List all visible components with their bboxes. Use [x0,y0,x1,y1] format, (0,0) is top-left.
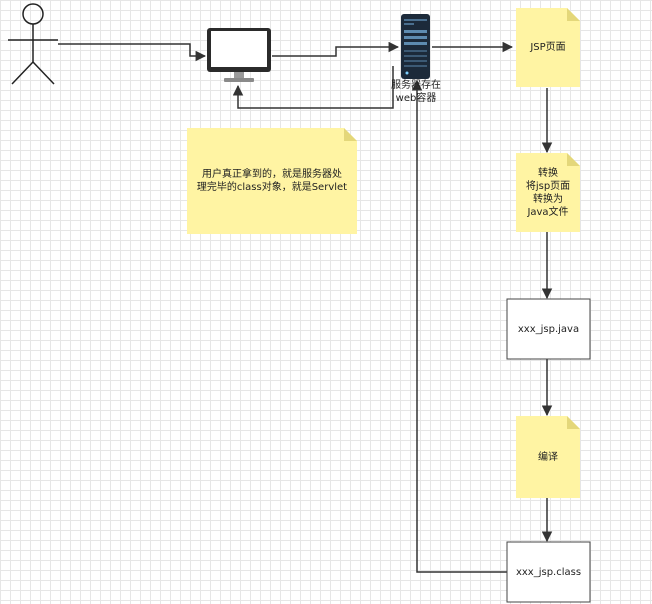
server-label-line1: 服务器存在 [391,80,441,91]
arrow-server-to-computer [232,66,394,109]
computer-monitor-icon [207,28,271,82]
servlet-line1: 用户真正拿到的，就是服务器处 [202,169,342,180]
jsp-page-label: JSP页面 [530,42,566,53]
note-convert-text: 转换 将jsp页面 转换为 Java文件 [516,153,580,232]
server-icon [401,14,430,79]
arrow-user-to-computer [58,43,207,62]
note-convert [516,153,580,232]
note-servlet [187,128,357,234]
box-java-file [506,298,591,360]
class-file-label: xxx_jsp.class [515,566,582,578]
servlet-line2: 理完毕的class对象，就是Servlet [196,182,348,193]
server-label-line2: web容器 [395,93,437,104]
class-file-label-wrap: xxx_jsp.class [507,542,590,602]
note-compile [516,416,580,498]
arrow-class-to-server [411,79,507,573]
server-label: 服务器存在 web容器 [383,79,449,105]
note-servlet-text: 用户真正拿到的，就是服务器处 理完毕的class对象，就是Servlet [187,128,357,234]
box-class-file [506,541,591,603]
convert-line1: 转换 [538,167,558,179]
arrow-computer-to-server [272,41,400,57]
stick-figure-user-icon [8,3,58,85]
note-jsp-page [516,8,580,87]
java-file-label-wrap: xxx_jsp.java [507,299,590,359]
java-file-label: xxx_jsp.java [517,323,580,335]
convert-line3: 转换为 [533,193,563,205]
convert-line4: Java文件 [527,206,569,218]
compile-label: 编译 [538,451,558,463]
note-jsp-page-text: JSP页面 [516,8,580,87]
convert-line2: 将jsp页面 [525,180,571,192]
note-compile-text: 编译 [516,416,580,498]
